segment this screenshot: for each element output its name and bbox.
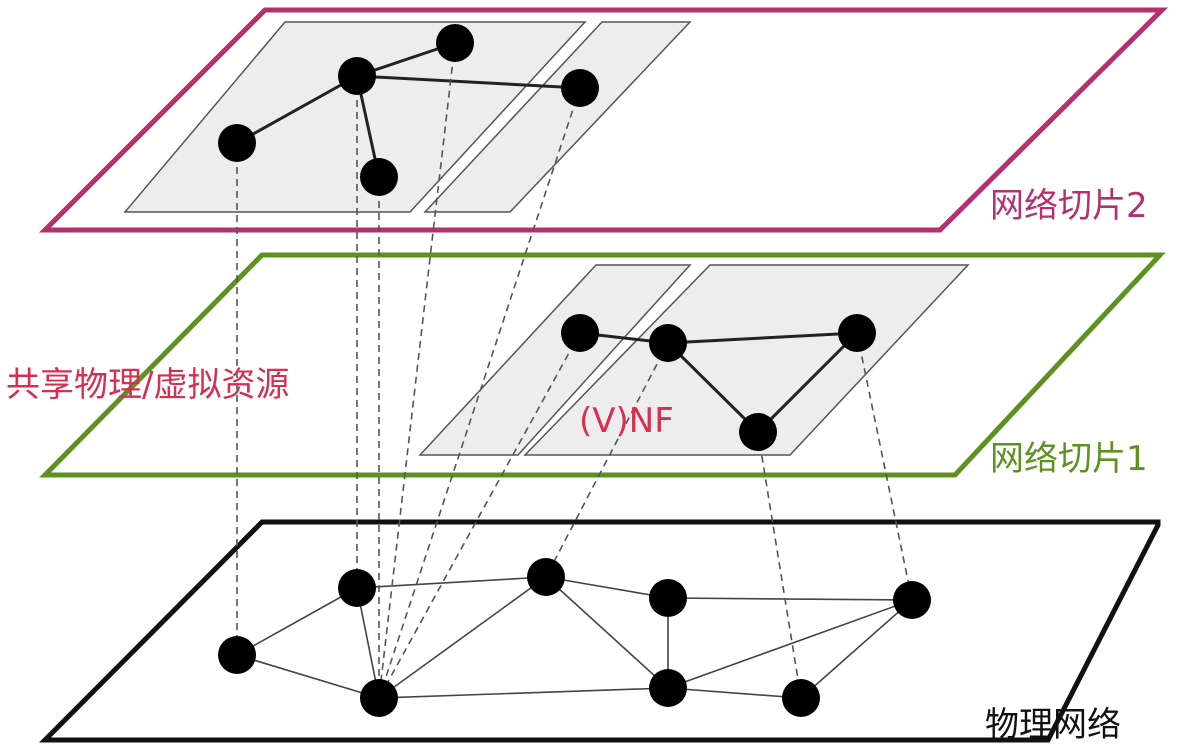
slice-2-link xyxy=(356,74,581,90)
physical-link xyxy=(667,597,913,601)
slice-2-region-right xyxy=(423,21,692,213)
vnf-label: (V)NF xyxy=(579,401,674,441)
physical-link xyxy=(378,576,547,699)
physical-node xyxy=(360,679,398,717)
physical-node xyxy=(338,569,376,607)
mapping-line xyxy=(545,342,669,578)
slice-2-nodes xyxy=(218,24,599,196)
slice-2-node xyxy=(436,24,474,62)
slice-2-region-left xyxy=(123,21,587,213)
physical-link xyxy=(378,687,669,699)
physical-link xyxy=(356,576,547,589)
slice-2-node xyxy=(338,57,376,95)
slice-2-node xyxy=(360,158,398,196)
network-slice-2-label: 网络切片2 xyxy=(990,186,1148,226)
slice-2-node xyxy=(561,69,599,107)
shared-resources-label: 共享物理/虚拟资源 xyxy=(6,365,289,405)
physical-node xyxy=(893,581,931,619)
physical-link xyxy=(545,576,669,689)
slice-1-region-right xyxy=(523,264,970,456)
physical-node xyxy=(649,579,687,617)
physical-node xyxy=(527,558,565,596)
slice-1-link xyxy=(666,341,760,434)
slice-1-node xyxy=(649,324,687,362)
physical-node xyxy=(782,679,820,717)
physical-link xyxy=(236,654,380,699)
slice-1-region-left xyxy=(418,264,692,456)
slice-1-node xyxy=(561,314,599,352)
slice-1-node xyxy=(739,413,777,451)
slice-1-link xyxy=(667,331,858,345)
physical-node xyxy=(649,669,687,707)
physical-nodes xyxy=(218,558,931,717)
mapping-line xyxy=(378,42,456,699)
physical-link xyxy=(236,587,358,656)
slice-1-nodes xyxy=(561,314,876,451)
physical-node xyxy=(218,636,256,674)
mapping-line xyxy=(856,332,913,601)
network-slice-1-label: 网络切片1 xyxy=(990,439,1148,479)
physical-network-plane xyxy=(38,519,1161,743)
mapping-line xyxy=(757,431,802,699)
slice-1-link xyxy=(756,331,859,434)
physical-link xyxy=(545,576,669,599)
mapping-lines xyxy=(236,42,913,699)
slice-2-node xyxy=(218,124,256,162)
slice-1-node xyxy=(838,314,876,352)
physical-network-label: 物理网络 xyxy=(985,705,1121,745)
physical-link xyxy=(800,599,913,699)
mapping-line xyxy=(378,332,581,699)
slice-2-link xyxy=(236,74,358,145)
physical-link xyxy=(667,687,802,699)
physical-link xyxy=(667,599,913,689)
